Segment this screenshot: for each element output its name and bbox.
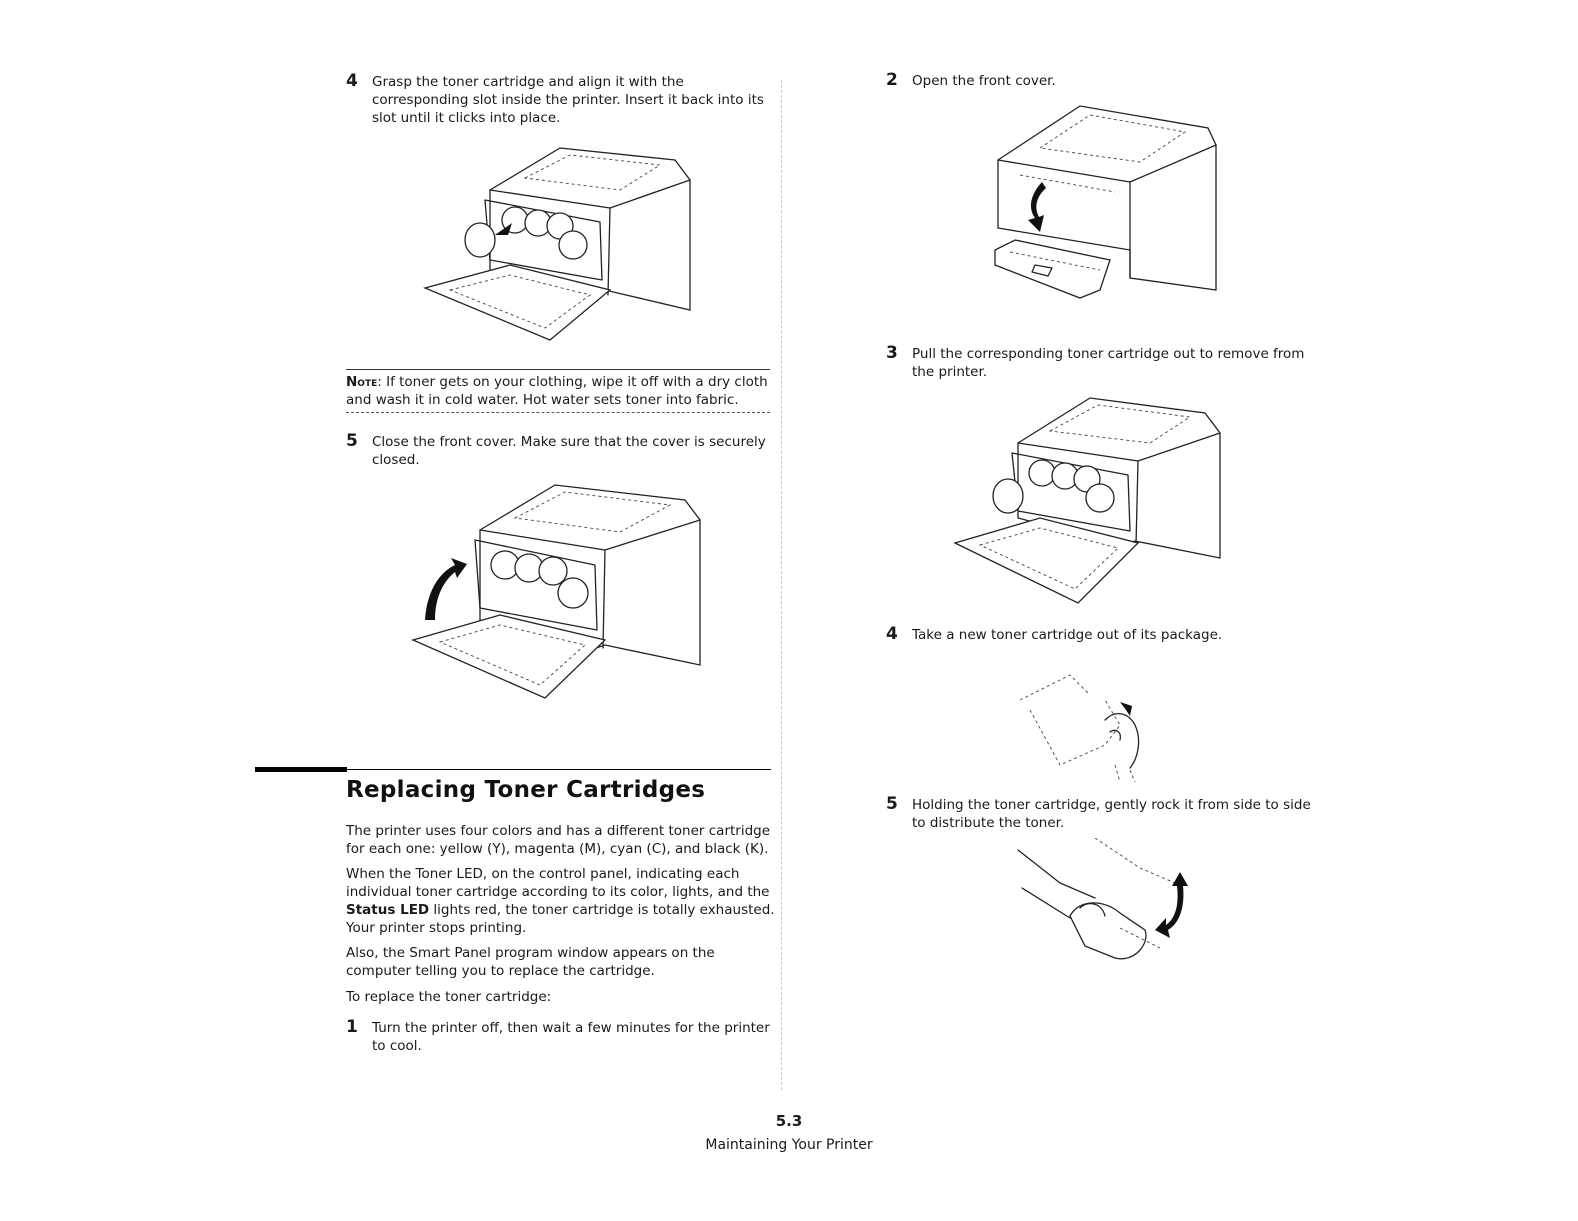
- left-step-5: 5 Close the front cover. Make sure that …: [346, 431, 776, 473]
- step-text: Holding the toner cartridge, gently rock…: [912, 797, 1311, 831]
- section-title: Replacing Toner Cartridges: [346, 777, 706, 803]
- note-text-2: and wash it in cold water. Hot water set…: [346, 392, 739, 408]
- step-text: Open the front cover.: [912, 73, 1056, 89]
- status-led-emphasis: Status LED: [346, 902, 430, 918]
- paragraph-toner-led: When the Toner LED, on the control panel…: [346, 866, 775, 936]
- page-number: 5.3: [775, 1112, 803, 1130]
- step-text: Close the front cover. Make sure that th…: [372, 434, 766, 468]
- step-number: 4: [346, 71, 358, 91]
- note-text-1: : If toner gets on your clothing, wipe i…: [377, 374, 768, 390]
- section-rule: [347, 769, 771, 770]
- right-step-3: 3 Pull the corresponding toner cartridge…: [886, 343, 1326, 385]
- step-text: Grasp the toner cartridge and align it w…: [372, 74, 764, 126]
- paragraph-colors: The printer uses four colors and has a d…: [346, 823, 771, 857]
- paragraph-to-replace: To replace the toner cartridge:: [346, 989, 552, 1005]
- step-text: Take a new toner cartridge out of its pa…: [912, 627, 1223, 643]
- step-text: Pull the corresponding toner cartridge o…: [912, 346, 1305, 380]
- section-rule-accent: [255, 767, 347, 772]
- note-label: Note: [346, 374, 378, 390]
- paragraph-smart-panel: Also, the Smart Panel program window app…: [346, 945, 715, 979]
- printer-close-cover-illustration: [405, 480, 705, 705]
- chapter-title: Maintaining Your Printer: [705, 1137, 873, 1153]
- right-step-4: 4 Take a new toner cartridge out of its …: [886, 624, 1326, 646]
- step-number: 4: [886, 624, 898, 644]
- right-step-2: 2 Open the front cover.: [886, 70, 1326, 92]
- note-box: Note: If toner gets on your clothing, wi…: [346, 369, 770, 413]
- step-text: Turn the printer off, then wait a few mi…: [372, 1020, 770, 1054]
- step-number: 5: [346, 431, 358, 451]
- column-divider: [781, 80, 782, 1090]
- printer-open-cover-illustration: [990, 100, 1225, 300]
- rock-cartridge-illustration: [1010, 838, 1200, 968]
- printer-insert-cartridge-illustration: [420, 140, 710, 350]
- step-number: 1: [346, 1017, 358, 1037]
- step-number: 2: [886, 70, 898, 90]
- right-step-5: 5 Holding the toner cartridge, gently ro…: [886, 794, 1326, 836]
- printer-remove-cartridge-illustration: [950, 393, 1225, 608]
- left-step-4: 4 Grasp the toner cartridge and align it…: [346, 71, 776, 133]
- step-number: 3: [886, 343, 898, 363]
- left-step-1: 1 Turn the printer off, then wait a few …: [346, 1017, 776, 1059]
- step-number: 5: [886, 794, 898, 814]
- unpack-cartridge-illustration: [1010, 670, 1155, 785]
